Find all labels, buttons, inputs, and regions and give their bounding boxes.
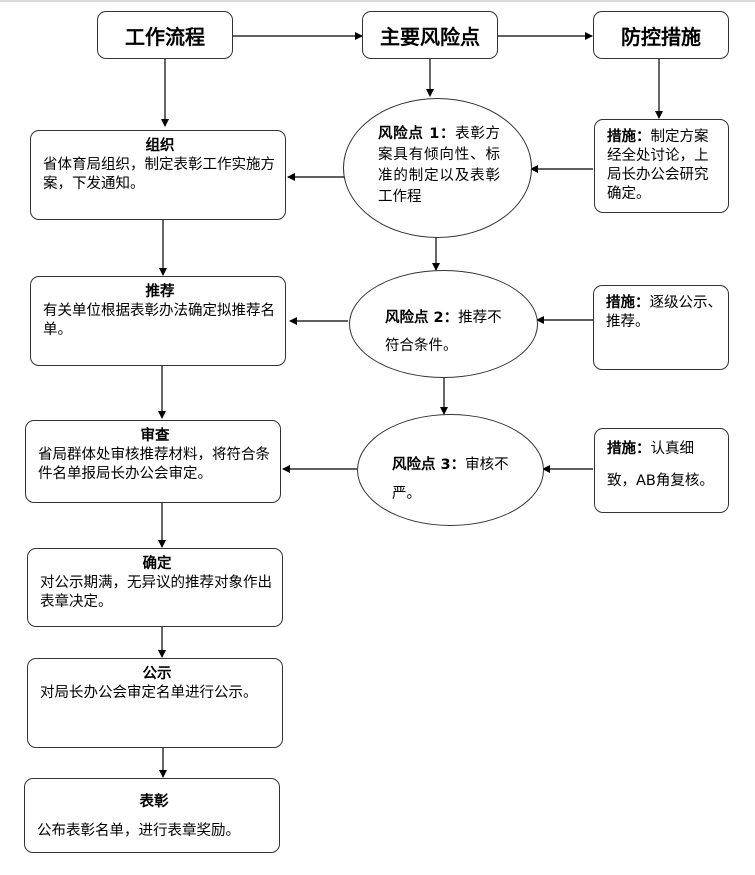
step-commend: 表彰 公布表彰名单，进行表章奖励。 [24, 778, 280, 853]
step-title: 推荐 [145, 284, 175, 300]
step-text: 有关单位根据表彰办法确定拟推荐名单。 [43, 303, 275, 338]
step-publicize: 公示 对局长办公会审定名单进行公示。 [27, 658, 283, 748]
risk-label: 风险点 3： [392, 457, 466, 473]
step-title: 表彰 [139, 794, 169, 810]
step-text: 省局群体处审核推荐材料，将符合条件名单报局长办公会审定。 [38, 447, 270, 482]
risk-point-1: 风险点 1：表彰方案具有倾向性、标准的制定以及表彰工作程 [343, 98, 532, 238]
step-text: 省体育局组织，制定表彰工作实施方案，下发通知。 [43, 157, 275, 192]
header-risks: 主要风险点 [362, 11, 498, 59]
header-controls: 防控措施 [593, 11, 729, 59]
step-confirm: 确定 对公示期满，无异议的推荐对象作出表章决定。 [27, 548, 283, 627]
measure-1: 措施：制定方案经全处讨论，上局长办公会研究确定。 [594, 119, 729, 213]
risk-label: 风险点 2： [385, 310, 459, 326]
risk-text: 审核不严。 [392, 457, 509, 502]
step-title: 组织 [145, 138, 175, 154]
measure-label: 措施： [607, 129, 651, 145]
step-text: 对局长办公会审定名单进行公示。 [40, 685, 258, 701]
header-controls-label: 防控措施 [621, 24, 701, 49]
risk-point-3: 风险点 3：审核不严。 [357, 414, 544, 526]
risk-text: 推荐不符合条件。 [385, 310, 502, 354]
step-title: 确定 [142, 556, 172, 572]
top-border [0, 0, 755, 2]
measure-text: 认真细致，AB角复核。 [607, 441, 714, 489]
step-title: 公示 [142, 666, 172, 682]
header-workflow: 工作流程 [97, 11, 233, 59]
measure-text: 逐级公示、推荐。 [606, 295, 722, 330]
measure-3: 措施：认真细致，AB角复核。 [594, 428, 729, 513]
measure-label: 措施： [607, 441, 651, 457]
risk-text: 表彰方案具有倾向性、标准的制定以及表彰工作程 [378, 126, 501, 205]
step-text: 公布表彰名单，进行表章奖励。 [37, 823, 240, 839]
measure-label: 措施： [606, 295, 650, 311]
risk-point-2: 风险点 2：推荐不符合条件。 [349, 270, 538, 378]
step-title: 审查 [140, 428, 170, 444]
step-recommend: 推荐 有关单位根据表彰办法确定拟推荐名单。 [30, 276, 286, 366]
step-review: 审查 省局群体处审核推荐材料，将符合条件名单报局长办公会审定。 [25, 420, 281, 503]
step-organize: 组织 省体育局组织，制定表彰工作实施方案，下发通知。 [30, 130, 286, 220]
measure-text: 制定方案经全处讨论，上局长办公会研究确定。 [607, 129, 709, 202]
step-text: 对公示期满，无异议的推荐对象作出表章决定。 [40, 575, 272, 610]
measure-2: 措施：逐级公示、推荐。 [593, 285, 729, 370]
header-workflow-label: 工作流程 [125, 24, 205, 49]
risk-label: 风险点 1： [378, 126, 456, 142]
header-risks-label: 主要风险点 [380, 24, 480, 49]
